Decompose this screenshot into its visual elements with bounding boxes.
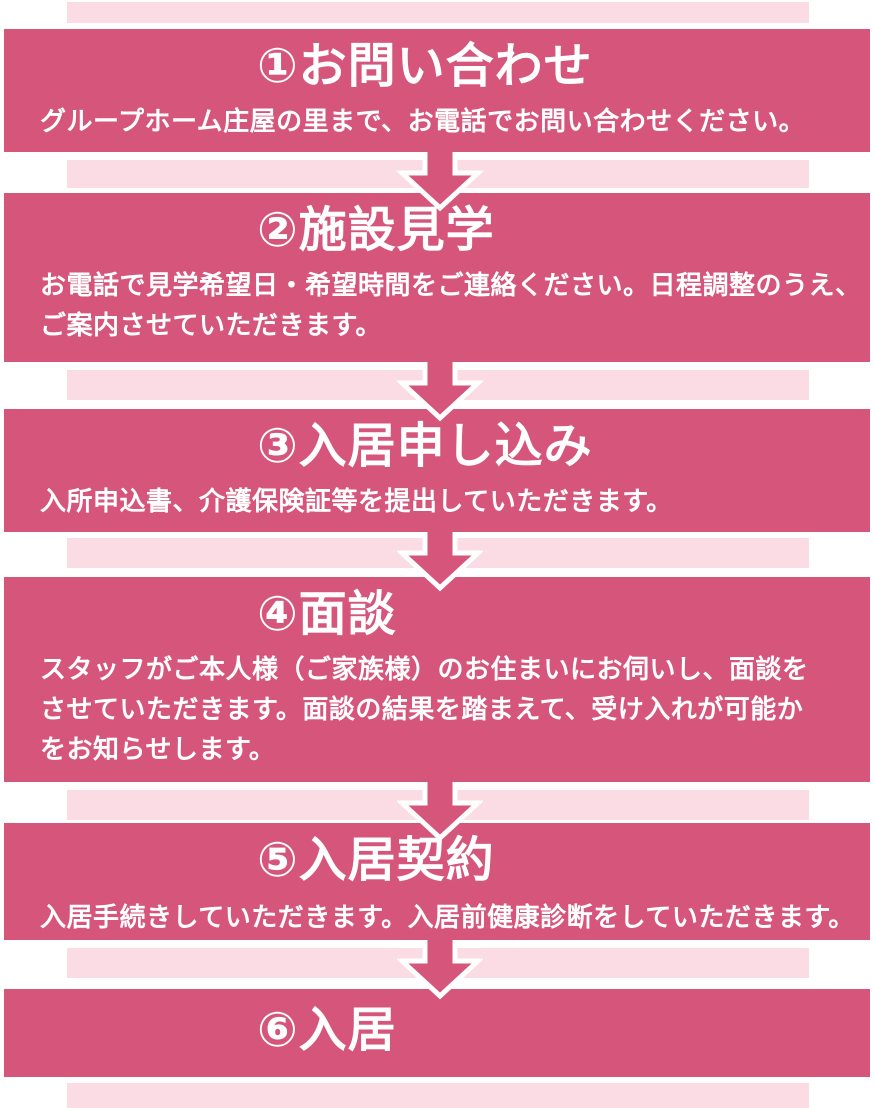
step-body: 入所申込書、介護保険証等を提出していただきます。 [40, 481, 673, 521]
body-line: グループホーム庄屋の里まで、お電話でお問い合わせください。 [40, 106, 806, 136]
body-line: お電話で見学希望日・希望時間をご連絡ください。日程調整のうえ、 [40, 270, 862, 300]
arrow-down-icon [397, 152, 483, 212]
body-line: をお知らせします。 [40, 734, 276, 764]
arrow-down-icon [397, 362, 483, 422]
step-title: ①お問い合わせ [257, 40, 593, 93]
step-box-interview: ④面談 スタッフがご本人様（ご家族様）のお住まいにお伺いし、面談を させていただ… [4, 577, 870, 782]
step-body: グループホーム庄屋の里まで、お電話でお問い合わせください。 [40, 101, 805, 141]
step-box-application: ③入居申し込み 入所申込書、介護保険証等を提出していただきます。 [4, 409, 870, 532]
body-line: 入居手続きしていただきます。入居前健康診断をしていただきます。 [40, 902, 855, 932]
step-title: ②施設見学 [257, 204, 495, 257]
step-title: ③入居申し込み [257, 420, 593, 473]
connector-band [67, 1083, 809, 1108]
body-line: させていただきます。面談の結果を踏まえて、受け入れが可能か [40, 694, 804, 724]
step-box-contract: ⑤入居契約 入居手続きしていただきます。入居前健康診断をしていただきます。 [4, 823, 870, 940]
connector-band [67, 2, 809, 23]
step-title: ④面談 [257, 588, 397, 641]
step-body: スタッフがご本人様（ご家族様）のお住まいにお伺いし、面談を させていただきます。… [40, 649, 809, 769]
arrow-down-icon [397, 782, 483, 842]
step-title: ⑤入居契約 [257, 834, 495, 887]
body-line: スタッフがご本人様（ご家族様）のお住まいにお伺いし、面談を [40, 654, 809, 684]
step-box-move-in: ⑥入居 [4, 989, 870, 1077]
body-line: ご案内させていただきます。 [40, 310, 382, 340]
arrow-down-icon [397, 532, 483, 592]
arrow-down-icon [397, 940, 483, 1000]
step-body: お電話で見学希望日・希望時間をご連絡ください。日程調整のうえ、 ご案内させていた… [40, 265, 862, 345]
step-box-inquiry: ①お問い合わせ グループホーム庄屋の里まで、お電話でお問い合わせください。 [4, 29, 870, 152]
step-box-facility-tour: ②施設見学 お電話で見学希望日・希望時間をご連絡ください。日程調整のうえ、 ご案… [4, 193, 870, 362]
step-title: ⑥入居 [257, 1004, 397, 1057]
step-body: 入居手続きしていただきます。入居前健康診断をしていただきます。 [40, 897, 855, 937]
body-line: 入所申込書、介護保険証等を提出していただきます。 [40, 486, 673, 516]
